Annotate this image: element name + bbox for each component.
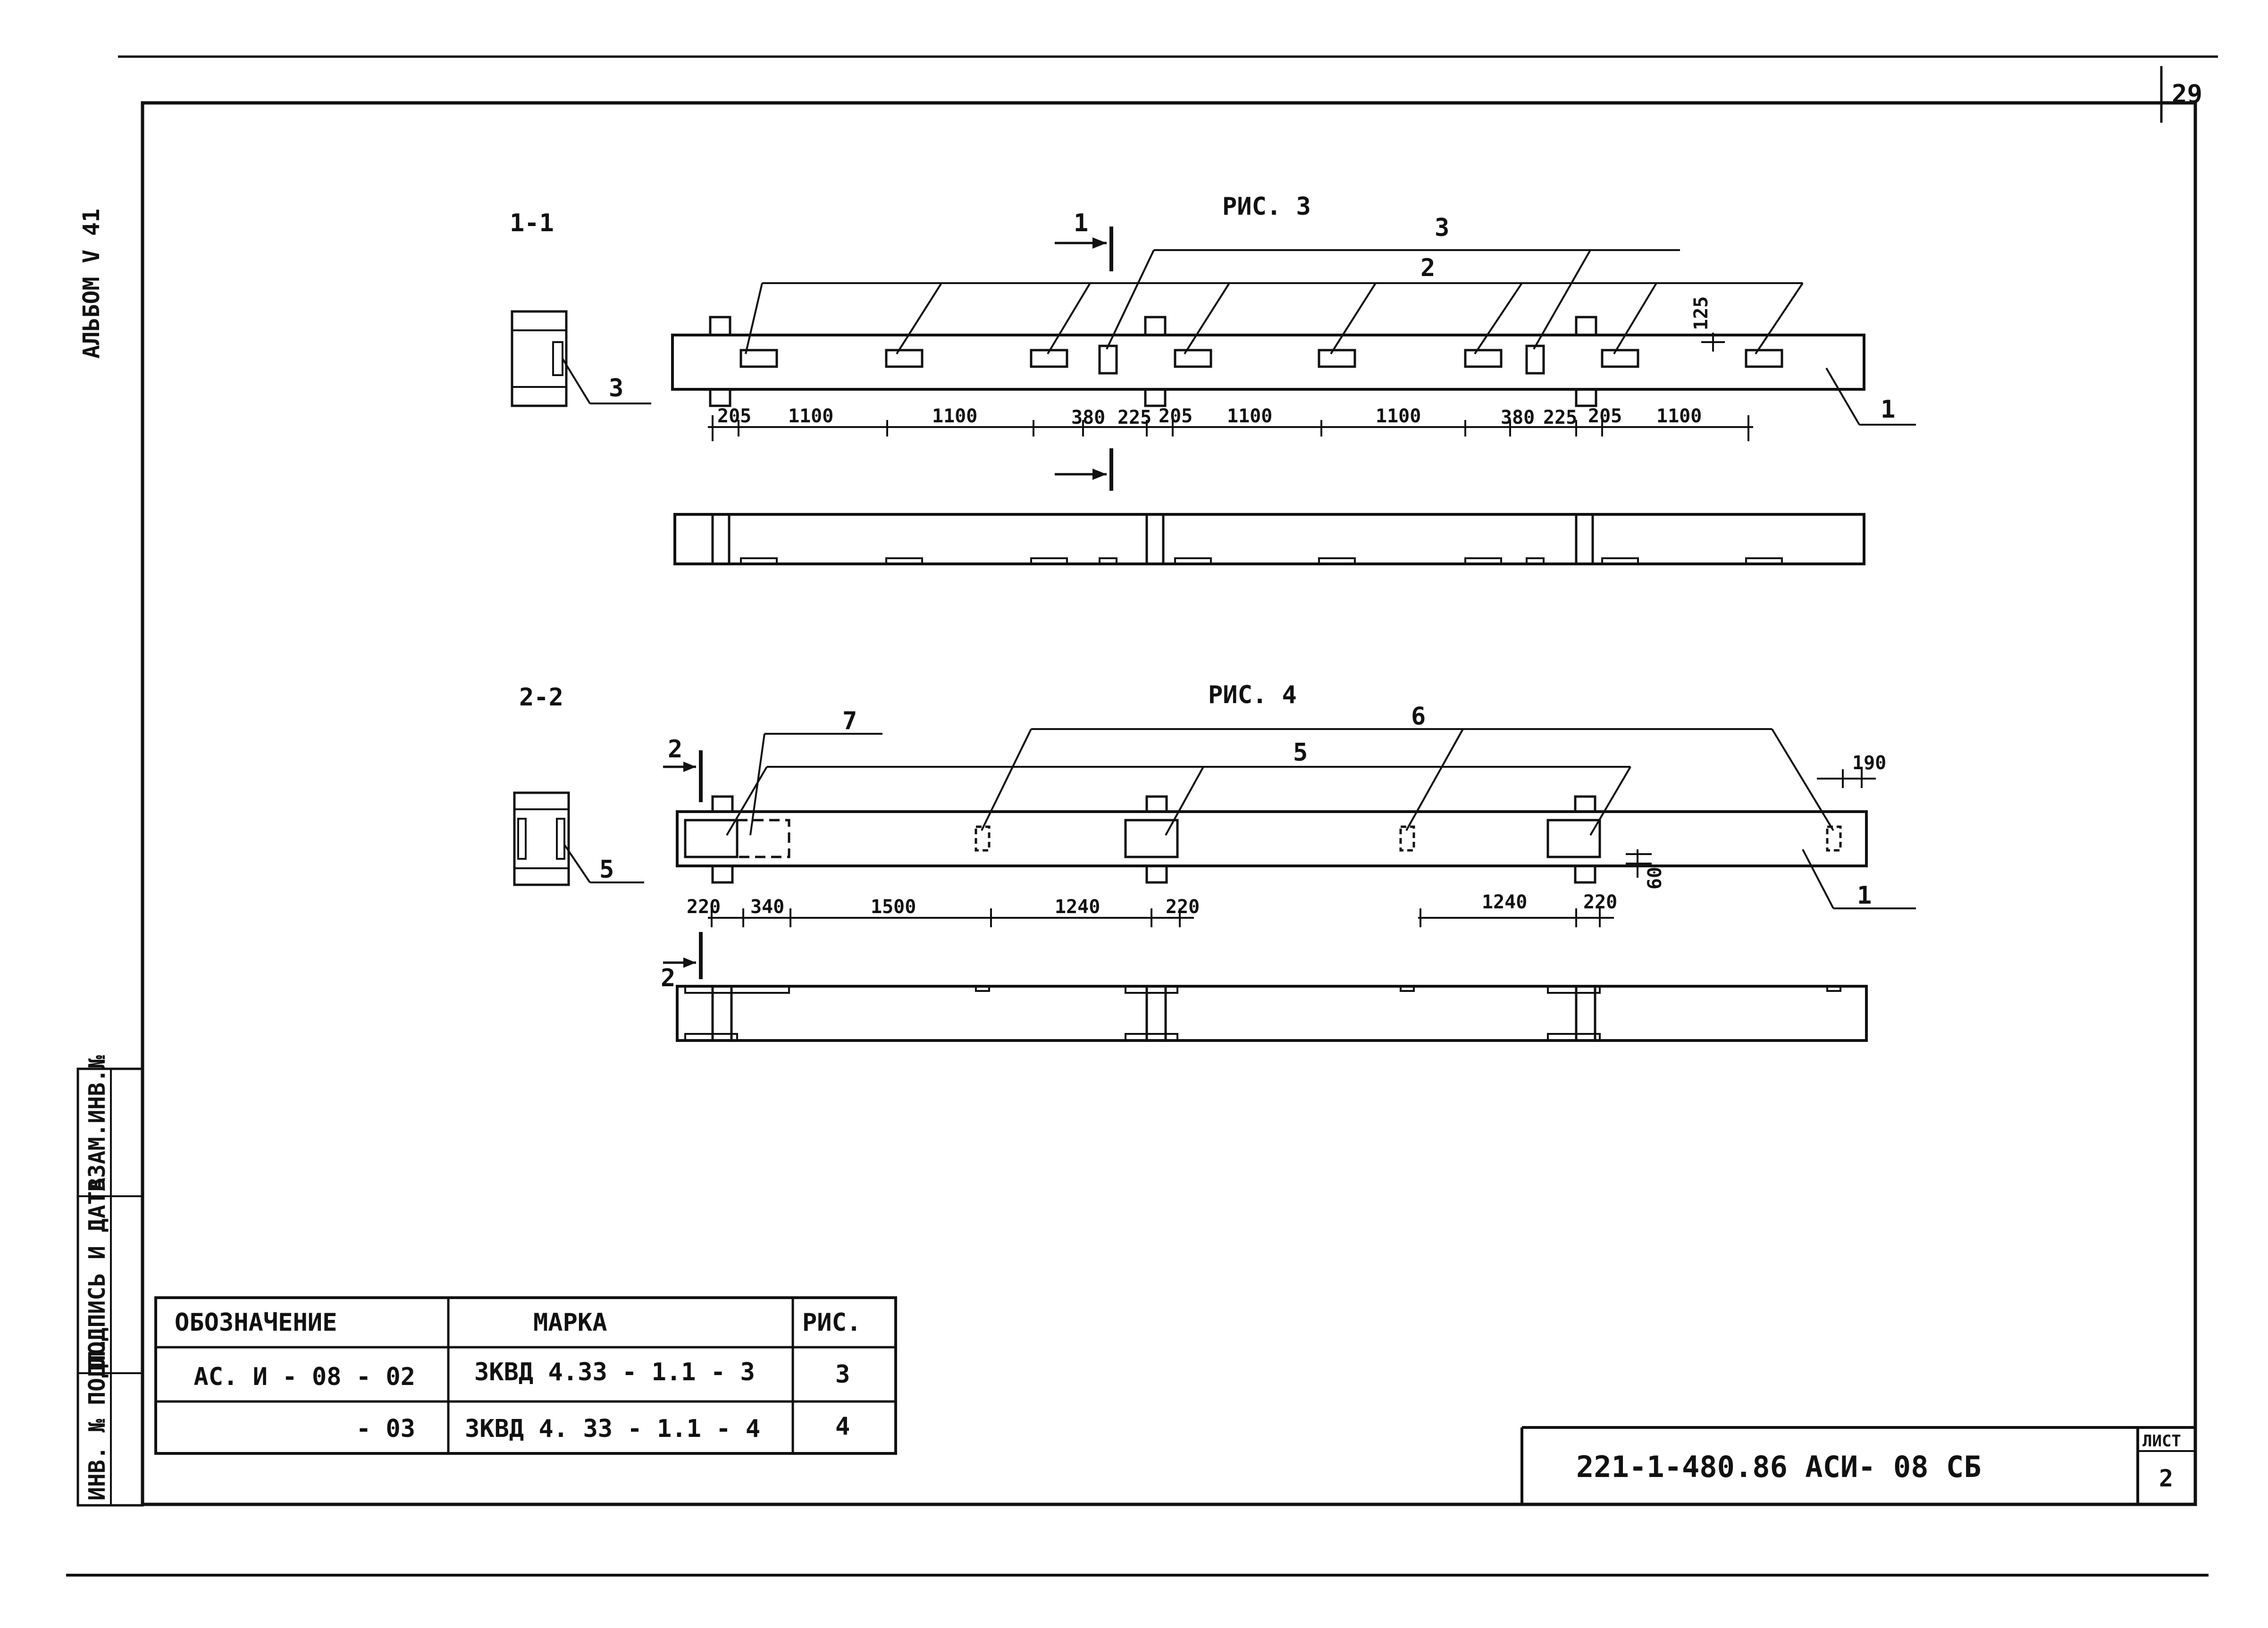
fig3-callout-2: 2 [1420,254,1435,282]
fig4-dimension-line-right [1418,908,1614,927]
fig3-dimension-labels: 205 1100 1100 380 225 205 1100 1100 380 … [717,405,1702,428]
title-block: 221-1-480.86 АСИ- 08 СБ ЛИСТ 2 [1520,1426,2195,1504]
fig4-cut-mark-label-bottom: 2 [661,964,675,992]
fig4-callout-7: 7 [842,707,857,735]
fig4-callout-5-section: 5 [599,856,614,884]
fig4-dim-60 [1626,849,1652,878]
table-header-designation: ОБОЗНАЧЕНИЕ [175,1309,337,1337]
fig3-cut-mark-top [1055,227,1113,271]
fig3-dim-1: 1100 [788,405,833,427]
fig4-cut-mark-label: 2 [668,735,682,764]
fig3-leaders [745,249,1916,426]
fig3-dim-5: 205 [1159,405,1193,427]
fig4-callout-1: 1 [1857,881,1872,910]
fig4-section-view [513,791,644,886]
fig3-dimension-line [708,415,1753,441]
side-stamp: ВЗАМ.ИНВ.№ ПОДПИСЬ И ДАТА ИНВ. № ПОДЛ. [76,1055,144,1507]
fig3-dim-6: 1100 [1227,405,1272,427]
fig4-dim-right-1: 220 [1583,891,1617,913]
figure-3: РИС. 3 1-1 3 1 [510,193,1916,565]
fig4-hidden-plate [736,819,790,858]
fig4-dim-60-label: 60 [1644,867,1666,890]
sheet-label: ЛИСТ [2142,1432,2181,1451]
table-header-mark: МАРКА [533,1309,607,1337]
drawing-frame [141,101,2197,1506]
fig3-callout-1: 1 [1881,395,1895,424]
fig3-callout-3-section: 3 [609,374,623,403]
document-code: 221-1-480.86 АСИ- 08 СБ [1576,1450,1982,1484]
fig3-callout-3: 3 [1435,214,1449,242]
fig4-dim-right-0: 1240 [1482,891,1527,913]
fig3-beam-elevation [673,513,1865,565]
fig3-dim-11: 1100 [1656,405,1702,427]
fig4-callout-5: 5 [1293,738,1308,767]
fig4-dim-left-1: 340 [750,896,784,918]
table-row-1-mark: 3КВД 4. 33 - 1.1 - 4 [465,1415,760,1443]
fig4-callout-6: 6 [1411,702,1426,730]
fig3-cut-mark-bottom [1055,448,1113,491]
fig4-dim-left-4: 220 [1166,896,1200,918]
fig3-section-view [511,310,651,407]
fig3-dim-8: 380 [1501,407,1535,428]
fig3-section-label: 1-1 [510,209,554,237]
table-row-0-fig: 3 [835,1360,850,1389]
fig3-dim-125 [1701,333,1725,352]
fig4-dim-190-label: 190 [1852,752,1886,774]
fig3-dim-4: 225 [1117,407,1151,428]
stamp-inv-no: ИНВ. № ПОДЛ. [84,1337,110,1501]
fig3-beam-plan [671,316,1865,407]
fig4-dimension-labels-left: 220 340 1500 1240 220 [687,896,1200,918]
fig4-title: РИС. 4 [1208,681,1297,709]
fig4-dim-190 [1817,769,1876,788]
table-header-fig: РИС. [802,1309,861,1337]
table-row-0-designation: АС. И - 08 - 02 [193,1363,415,1391]
fig3-cut-mark-label: 1 [1074,209,1088,237]
fig4-dim-left-3: 1240 [1055,896,1100,918]
fig3-title: РИС. 3 [1222,193,1311,221]
fig3-dim-10: 205 [1588,405,1622,427]
stamp-replace-inv: ВЗАМ.ИНВ.№ [84,1055,110,1192]
album-label: АЛЬБОМ V 41 [78,209,105,359]
fig4-beam-elevation [676,985,1868,1042]
fig4-section-label: 2-2 [519,683,563,712]
fig4-beam-plan [676,795,1868,884]
fig4-dimension-labels-right: 1240 220 [1482,891,1617,913]
sheet-number: 2 [2159,1465,2173,1492]
table-row-0-mark: 3КВД 4.33 - 1.1 - 3 [474,1358,755,1386]
page-number: 29 [2172,79,2202,109]
stamp-signature-date: ПОДПИСЬ И ДАТА [84,1177,110,1368]
table-row-1-fig: 4 [835,1412,850,1441]
fig4-dim-left-0: 220 [687,896,721,918]
fig3-dim-3: 380 [1071,407,1105,428]
fig3-dim-0: 205 [717,405,751,427]
fig4-dim-left-2: 1500 [871,896,916,918]
fig4-cut-mark-bottom: 2 [661,932,703,992]
fig4-leaders [726,728,1916,909]
fig3-dim-9: 225 [1543,407,1577,428]
fig3-dim-7: 1100 [1376,405,1421,427]
fig4-cut-mark-top [663,750,703,802]
table-row-1-designation: - 03 [356,1415,415,1443]
fig4-dimension-line-left [708,908,1194,927]
spec-table: ОБОЗНАЧЕНИЕ МАРКА РИС. АС. И - 08 - 02 3… [154,1296,897,1455]
fig3-dim-125-label: 125 [1690,296,1712,330]
figure-4: РИС. 4 2-2 5 2 2 [513,681,1916,1042]
fig3-dim-2: 1100 [932,405,977,427]
